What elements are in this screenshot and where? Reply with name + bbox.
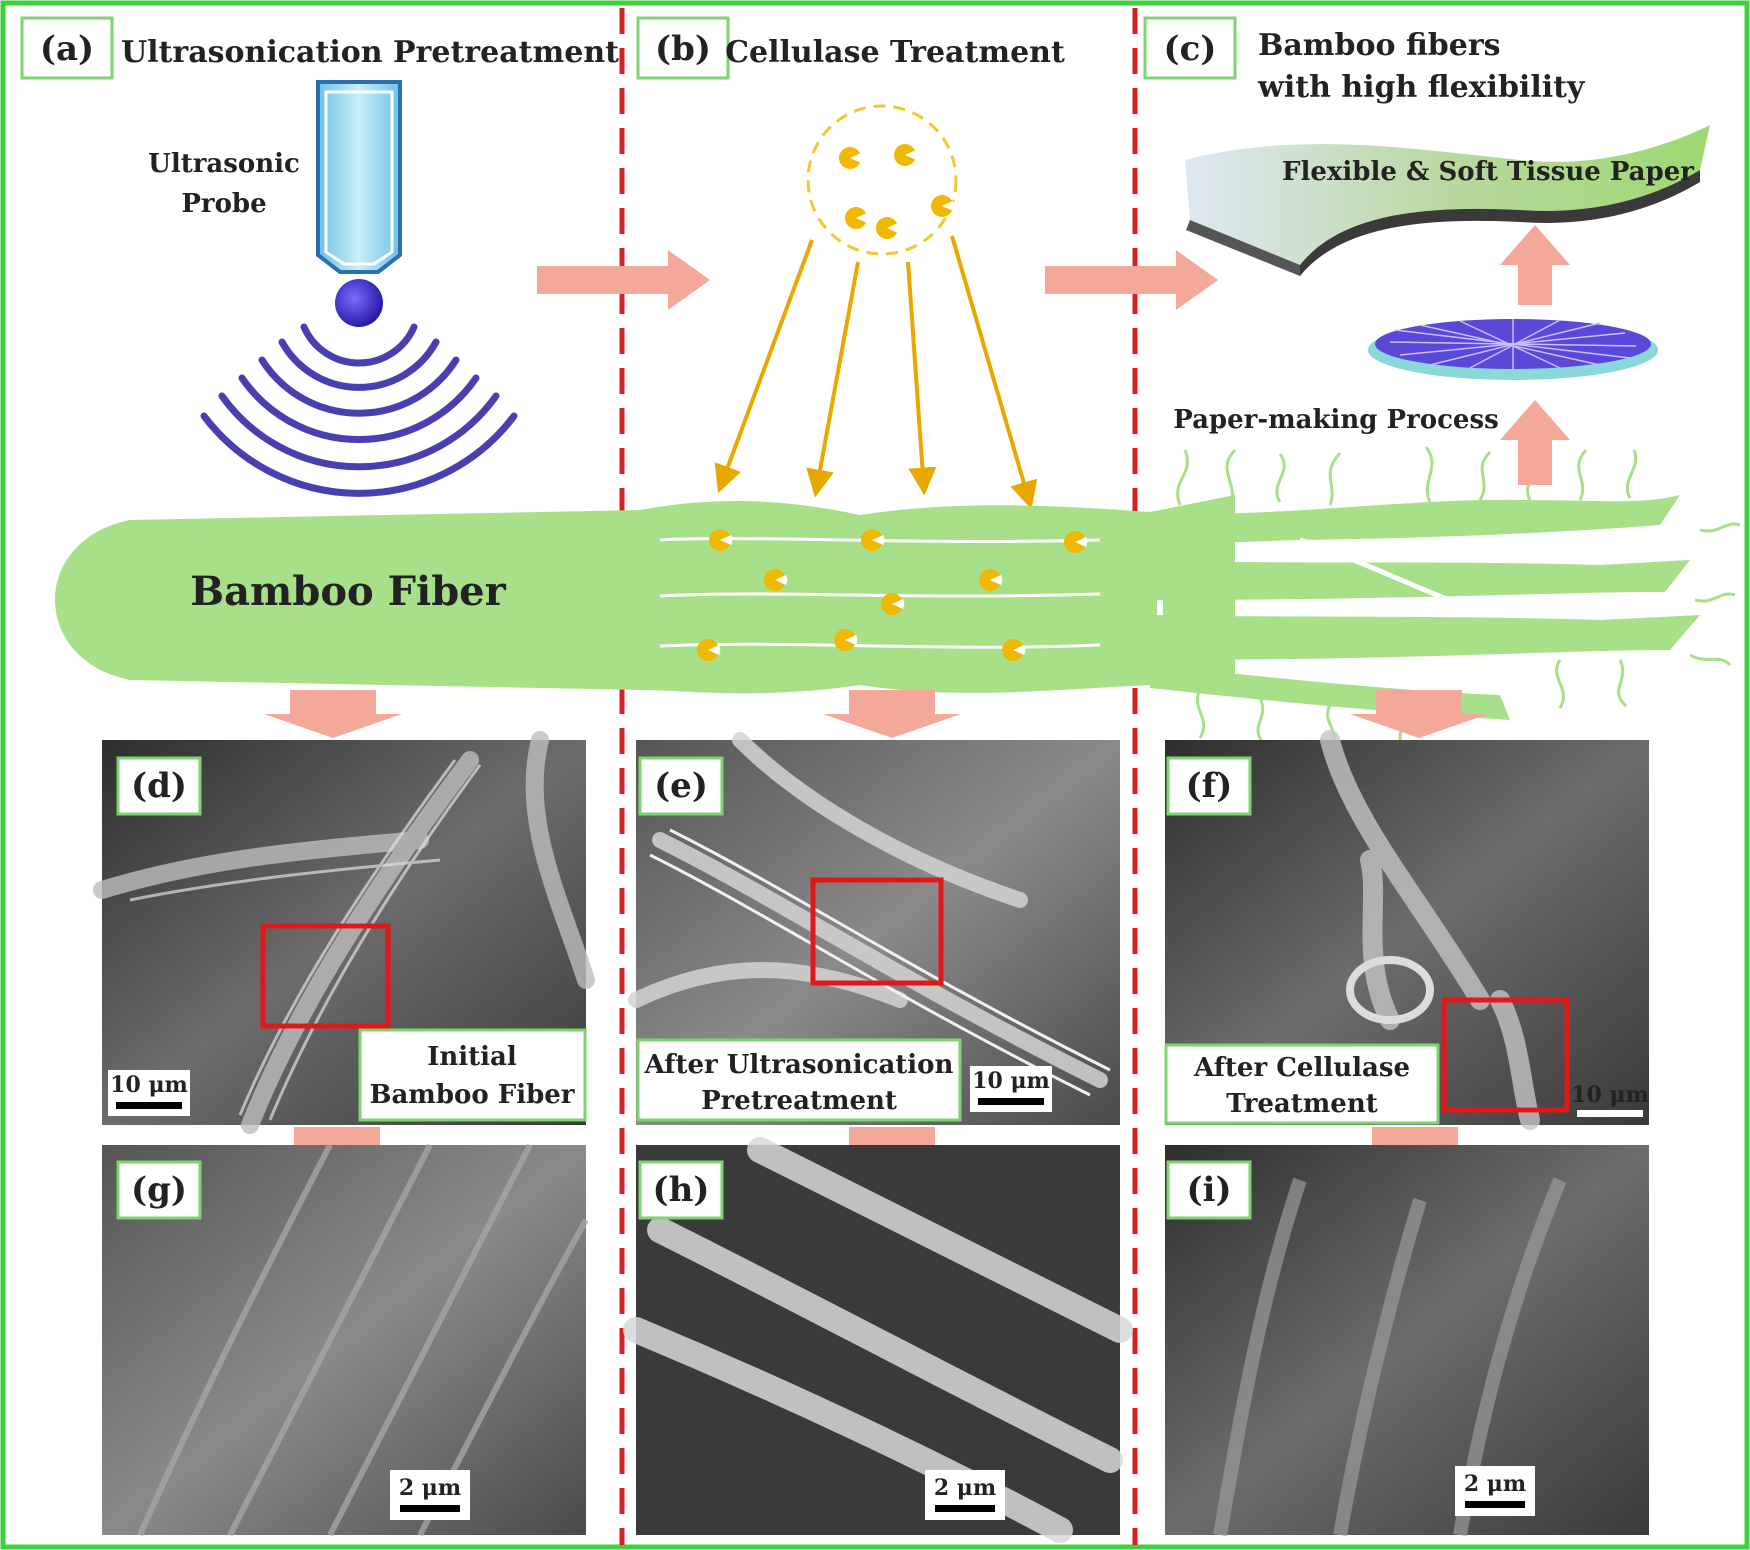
- sem-panel-f: (f) After Cellulase Treatment 10 μm: [1164, 730, 1649, 1130]
- panel-c: (c) Bamboo fibers with high flexibility …: [1143, 16, 1710, 485]
- arrow-down-e: [823, 690, 961, 738]
- tissue-paper-label: Flexible & Soft Tissue Paper: [1282, 157, 1694, 187]
- panel-g-scale: 2 μm: [399, 1475, 461, 1501]
- zoom-box-f: [1441, 997, 1570, 1113]
- arrow-b-to-c: [1045, 250, 1218, 310]
- panel-i-scale: 2 μm: [1464, 1471, 1526, 1497]
- sem-panel-e: (e) After Ultrasonication Pretreatment 1…: [628, 732, 1120, 1125]
- scale-bar-f: [1577, 1110, 1643, 1117]
- panel-d-caption-line1: Initial: [427, 1042, 517, 1072]
- enzyme-cluster-outline: [806, 104, 958, 256]
- panel-c-title-line1: Bamboo fibers: [1258, 28, 1501, 63]
- panel-a-letter: (a): [40, 29, 94, 69]
- panel-e-scale: 10 μm: [972, 1068, 1050, 1094]
- sem-panel-i: (i) 2 μm: [1165, 1145, 1649, 1537]
- panel-d-letter: (d): [131, 766, 187, 806]
- panel-g-letter: (g): [131, 1170, 187, 1210]
- panel-e-caption-line2: Pretreatment: [701, 1086, 897, 1116]
- sem-panel-h: (h) 2 μm: [623, 1137, 1133, 1543]
- panel-a: (a) Ultrasonication Pretreatment Ultraso…: [20, 16, 710, 497]
- paper-making-process-label: Paper-making Process: [1173, 405, 1499, 435]
- bamboo-fiber-label: Bamboo Fiber: [190, 568, 506, 615]
- panel-e-caption-line1: After Ultrasonication: [644, 1050, 954, 1080]
- scale-bar-i: [1465, 1501, 1525, 1508]
- arrow-down-d: [264, 690, 402, 738]
- scale-bar-h: [935, 1505, 995, 1512]
- panel-d-scale: 10 μm: [110, 1072, 188, 1098]
- arrow-a-to-b: [537, 250, 710, 310]
- panel-e-letter: (e): [654, 766, 708, 806]
- probe-label-line2: Probe: [181, 189, 266, 219]
- ultrasonic-probe-icon: [316, 80, 402, 274]
- panel-a-title: Ultrasonication Pretreatment: [121, 35, 619, 70]
- arrow-up-to-sieve: [1500, 400, 1570, 485]
- probe-tip-icon: [335, 279, 383, 327]
- tissue-paper-icon: Flexible & Soft Tissue Paper: [1185, 125, 1710, 276]
- scale-bar-g: [400, 1505, 460, 1512]
- panel-f-caption-line2: Treatment: [1226, 1089, 1378, 1119]
- panel-b-title: Cellulase Treatment: [725, 35, 1065, 70]
- panel-b-letter-box: [636, 16, 730, 80]
- sem-panel-d: (d) Initial Bamboo Fiber 10 μm: [93, 731, 595, 1134]
- arrow-up-to-paper: [1500, 225, 1570, 305]
- bamboo-fiber-band: Bamboo Fiber: [55, 446, 1741, 751]
- panel-c-letter: (c): [1164, 29, 1217, 69]
- panel-h-scale: 2 μm: [934, 1475, 996, 1501]
- scale-bar-d: [116, 1102, 182, 1109]
- panel-h-letter: (h): [653, 1170, 710, 1210]
- sem-panel-g: (g) 2 μm: [102, 1143, 589, 1537]
- panel-f-caption-line1: After Cellulase: [1193, 1053, 1410, 1083]
- panel-a-letter-box: [20, 16, 114, 80]
- scale-bar-e: [978, 1098, 1044, 1105]
- panel-f-letter: (f): [1186, 766, 1233, 806]
- sound-wave-icon: [200, 323, 518, 497]
- probe-label-line1: Ultrasonic: [148, 149, 300, 179]
- zoom-box-d: [260, 923, 391, 1029]
- enzyme-arrows: [714, 235, 1038, 510]
- panel-b: (b) Cellulase Treatment: [636, 16, 1218, 510]
- panel-c-letter-box: [1143, 16, 1237, 80]
- paper-making-sieve-icon: [1368, 319, 1658, 380]
- panel-d-caption-line2: Bamboo Fiber: [369, 1080, 574, 1110]
- panel-c-title-line2: with high flexibility: [1257, 70, 1586, 105]
- panel-b-letter: (b): [655, 29, 711, 69]
- panel-f-scale: 10 μm: [1571, 1082, 1649, 1108]
- arrow-down-f: [1350, 690, 1488, 738]
- panel-i-letter: (i): [1186, 1170, 1231, 1210]
- zoom-box-e: [810, 877, 944, 986]
